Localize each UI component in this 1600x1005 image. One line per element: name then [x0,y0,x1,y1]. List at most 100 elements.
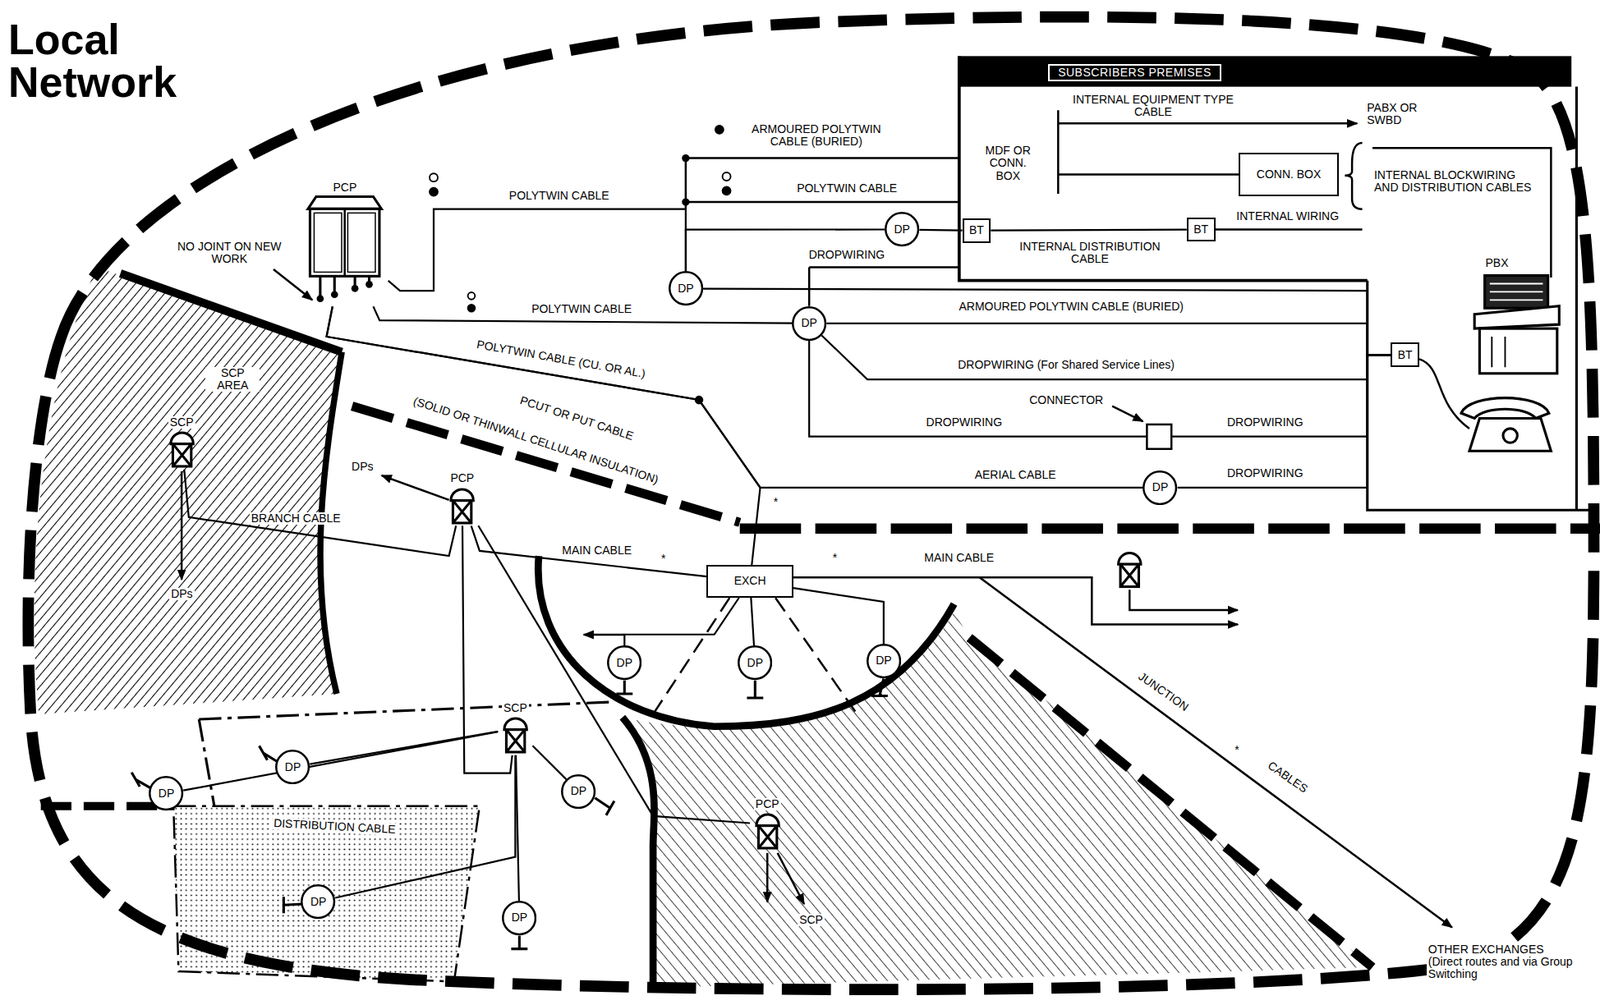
dp-circle: DP [606,645,642,681]
dp-outline [503,901,537,935]
premises-outline [1367,280,1595,511]
dp-outline [562,775,596,809]
cabinet-symbol-drawing [172,444,191,467]
cable-label: INTERNAL DISTRIBUTION CABLE [998,240,1181,267]
area-boundary [537,556,954,727]
cable-label: MAIN CABLE [560,544,634,557]
annotation-label: JUNCTION [1134,669,1192,716]
cabinet-drawing [320,275,370,299]
cabinet-symbol-drawing [504,718,527,731]
premises-outline [959,55,1368,281]
dp-circle: DP [866,643,902,679]
cable-label: DROPWIRING [924,416,1005,429]
cabinet-drawing [344,208,346,276]
dp-circle: DP [148,776,184,811]
annotation-label: * [772,496,780,509]
annotation-label: POLYTWIN CABLE (CU. OR AL.) [474,337,649,381]
hatched-area [622,612,1373,989]
annotation-label: SCP AREA [205,367,260,393]
cable-line [1057,122,1357,125]
cabinet-drawing [314,212,343,272]
hatched-area [622,717,655,989]
dp-circle: DP [275,749,310,785]
dp-outline [867,644,901,678]
scp-area [120,273,343,353]
cable-connector [750,597,755,646]
cabinet-symbol-drawing [166,428,198,470]
cable-connector [793,588,884,644]
node-label: SUBSCRIBERS PREMISES [1057,66,1212,79]
pcp-symbol [1120,564,1139,587]
cable-line [583,634,626,636]
cable-line [1372,147,1551,278]
pcp-symbol [1118,553,1141,566]
annotation-label: MAIN CABLE [922,551,996,565]
cabinet-symbol-drawing [758,826,777,849]
annotation-label: DPs [349,460,375,474]
telephone [1461,398,1550,419]
premises-outline [959,55,1595,511]
dp-outline [1144,471,1178,505]
scp-area [34,267,342,715]
cable-connector [821,335,1391,380]
annotation-label: * [1232,744,1241,757]
cable-label: BRANCH CABLE [249,512,343,525]
cable-marker [429,173,438,182]
cable-connector [624,597,739,646]
cable-connector [471,525,708,577]
hatched-area [622,612,1373,989]
annotation-label: CONNECTOR [1027,394,1105,407]
cabinet-drawing [331,290,339,299]
node-label: DP [158,787,175,800]
dp-circle: DP [1142,470,1178,506]
pcp-cabinet: PCP [301,181,389,307]
node-label: SCP [501,702,529,715]
dp-circle: DP [884,211,920,247]
cable-line [777,853,805,905]
diagram-title: Local Network [8,18,239,104]
annotation-label: * [831,551,839,565]
cable-line [273,269,313,300]
node-label: DP [570,785,587,798]
cabinet-symbol-drawing [453,500,472,523]
annotation-label: DROPWIRING [807,248,888,262]
cable-marker [682,198,689,205]
dp-outline [738,647,772,681]
scp-area [34,267,342,715]
cable-connector [919,229,962,232]
dp-outline [150,777,184,811]
dp-outline [276,750,310,784]
cable-label: DROPWIRING (For Shared Service Lines) [956,358,1177,372]
cable-connector [532,745,566,780]
area-boundary [198,702,612,807]
cable-line [381,475,450,501]
cable-marker [722,172,732,181]
cable-line [1112,406,1143,423]
cabinet-symbol-drawing [500,714,531,756]
telephone [1503,428,1518,443]
cable-marker [429,188,438,197]
cabinet-symbol-drawing [453,500,472,523]
box-node: BT [1390,342,1420,368]
annotation-label: SCP [797,914,825,927]
area-boundary [740,523,1600,534]
annotation-label: INTERNAL WIRING [1234,210,1341,223]
dp-circle: DP [501,901,537,936]
box-node: BT [962,218,992,244]
annotation-label: MDF OR CONN. BOX [975,144,1041,183]
cable-label: AERIAL CABLE [973,468,1058,482]
premises-outline [1575,87,1578,511]
cable-connector [809,340,1391,437]
cable-line [766,853,768,903]
dp-circle: DP [791,306,827,341]
annotation-label: POLYTWIN CABLE [795,182,899,195]
node-label: DP [285,761,301,774]
dp-outline [792,307,826,341]
outer-boundary [27,17,1594,991]
connector-block [1146,424,1172,450]
cable-connector [703,289,1391,356]
cable-connector [1177,354,1392,488]
node-label: BT [1193,223,1209,236]
